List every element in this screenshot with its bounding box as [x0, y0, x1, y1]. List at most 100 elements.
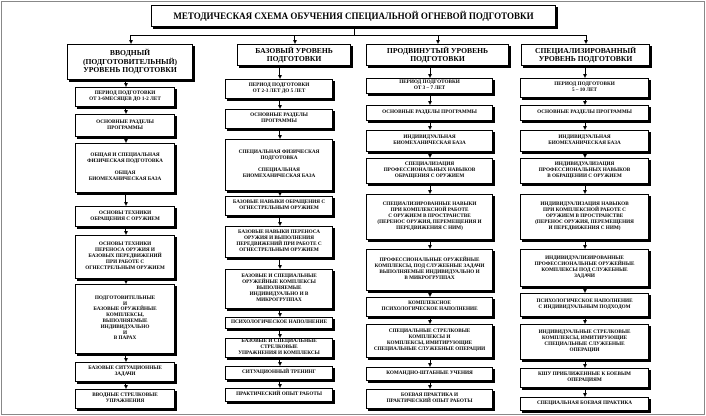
step-arrow-1-7	[123, 358, 128, 362]
level-2-step-4: БАЗОВЫЕ НАВЫКИ ОБРАЩЕНИЯ С ОГНЕСТРЕЛЬНЫМ…	[225, 196, 333, 216]
step-arrow-4-2	[583, 101, 587, 105]
step-connector-3-5	[429, 184, 431, 190]
step-connector-4-10	[584, 388, 586, 393]
level-3-step-3: ИНДИВИДУАЛЬНАЯ БИОМЕХАНИЧЕСКАЯ БАЗА	[366, 130, 493, 152]
level-connector-arrow-4	[584, 40, 588, 44]
level-4-step-9: КШУ ПРИБЛИЖЕННЫЕ К БОЕВЫМ ОПЕРАЦИЯМ	[520, 368, 649, 388]
level-4-step-1: ПЕРИОД ПОДГОТОВКИ 5 – 10 ЛЕТ	[520, 78, 649, 98]
step-arrow-1-2	[123, 110, 128, 114]
step-connector-2-9	[279, 358, 280, 362]
level-4-step-5: ИНДИВИДУАЛИЗАЦИЯ НАВЫКОВ ПРИ КОМПЛЕКСНОЙ…	[520, 194, 649, 240]
step-connector-1-5	[125, 227, 126, 231]
step-connector-4-6	[584, 240, 586, 245]
step-connector-2-6	[279, 258, 280, 265]
step-connector-1-6	[125, 279, 126, 280]
level-2-step-1: ПЕРИОД ПОДГОТОВКИ ОТ 2-3 ЛЕТ ДО 5 ЛЕТ	[225, 79, 333, 99]
step-arrow-3-5	[428, 190, 432, 194]
step-arrow-3-10	[428, 385, 432, 389]
step-connector-4-9	[584, 360, 586, 364]
step-arrow-3-9	[428, 363, 432, 367]
step-arrow-2-7	[277, 313, 282, 317]
level-3-step-1: ПЕРИОД ПОДГОТОВКИ ОТ 3 – 7 ЛЕТ	[366, 78, 493, 94]
step-connector-3-3	[429, 121, 431, 126]
step-arrow-1-6	[123, 280, 128, 284]
step-arrow-4-6	[583, 245, 587, 249]
step-connector-2-4	[279, 191, 280, 192]
level-connector-2	[294, 35, 295, 40]
level-connector-4	[585, 35, 587, 40]
step-arrow-2-6	[277, 265, 282, 269]
level-1-step-4: ОСНОВЫ ТЕХНИКИ ОБРАЩЕНИЯ С ОРУЖИЕМ	[75, 206, 175, 227]
step-connector-2-2	[279, 99, 280, 105]
level-connector-1	[130, 35, 131, 40]
step-arrow-4-8	[583, 320, 587, 324]
step-connector-1-2	[125, 107, 126, 110]
level-connector-arrow-1	[128, 40, 133, 44]
step-arrow-2-8	[277, 334, 282, 338]
level-4-step-10: СПЕЦИАЛЬНАЯ БОЕВАЯ ПРАКТИКА	[520, 397, 649, 411]
step-connector-4-1	[584, 66, 586, 74]
step-arrow-1-4	[123, 202, 128, 206]
level-4-step-7: ПСИХОЛОГИЧЕСКОЕ НАПОЛНЕНИЕ С ИНДИВИДУАЛЬ…	[520, 293, 649, 317]
level-1-step-1: ПЕРИОД ПОДГОТОВКИ ОТ 3-6МЕСЯЦЕВ ДО 1-2 Л…	[75, 87, 175, 107]
step-connector-2-8	[279, 329, 280, 334]
level-3-step-4: СПЕЦИАЛИЗАЦИЯ ПРОФЕССИОНАЛЬНЫХ НАВЫКОВ О…	[366, 158, 493, 184]
level-3-step-5: СПЕЦИАЛИЗИРОВАННЫЕ НАВЫКИ ПРИ КОМПЛЕКСНО…	[366, 194, 493, 240]
level-3-step-10: БОЕВАЯ ПРАКТИКА И ПРАКТИЧЕСКИЙ ОПЫТ РАБО…	[366, 389, 493, 409]
step-arrow-3-7	[428, 293, 432, 297]
step-connector-3-1	[429, 66, 431, 74]
step-arrow-2-9	[277, 362, 282, 366]
step-arrow-4-5	[583, 190, 587, 194]
step-arrow-4-3	[583, 126, 587, 130]
step-arrow-1-8	[123, 385, 128, 389]
step-connector-1-8	[125, 382, 126, 385]
step-connector-1-3	[125, 137, 126, 139]
level-2-step-3: СПЕЦИАЛЬНАЯ ФИЗИЧЕСКАЯ ПОДГОТОВКА СПЕЦИА…	[225, 139, 333, 191]
level-3-step-8: СПЕЦИАЛЬНЫЕ СТРЕЛКОВЫЕ КОМПЛЕКСЫ И КОМПЛ…	[366, 324, 493, 358]
title-connector-stem	[353, 27, 355, 35]
level-header-1: ВВОДНЫЙ (ПОДГОТОВИТЕЛЬНЫЙ) УРОВЕНЬ ПОДГО…	[67, 44, 193, 80]
step-arrow-3-2	[428, 101, 432, 105]
step-arrow-4-7	[583, 289, 587, 293]
diagram-title: МЕТОДИЧЕСКАЯ СХЕМА ОБУЧЕНИЯ СПЕЦИАЛЬНОЙ …	[151, 5, 556, 27]
step-connector-4-2	[584, 98, 586, 101]
step-arrow-2-3	[277, 135, 282, 139]
step-arrow-2-2	[277, 105, 282, 109]
step-connector-2-5	[279, 216, 280, 222]
step-connector-1-4	[125, 193, 126, 202]
level-2-step-9: СИТУАЦИОННЫЙ ТРЕНИНГ	[225, 366, 333, 380]
step-arrow-1-3	[123, 139, 128, 143]
step-connector-2-10	[279, 380, 280, 384]
step-connector-3-6	[429, 240, 431, 245]
step-arrow-1-1	[123, 83, 128, 87]
level-4-step-8: ИНДИВИДУАЛЬНЫЕ СТРЕЛКОВЫЕ КОМПЛЕКСЫ, ИМИ…	[520, 324, 649, 360]
step-connector-4-5	[584, 184, 586, 190]
step-arrow-4-10	[583, 393, 587, 397]
step-connector-2-1	[279, 66, 280, 75]
step-connector-4-3	[584, 121, 586, 126]
level-header-2: БАЗОВЫЙ УРОВЕНЬ ПОДГОТОВКИ	[237, 44, 351, 66]
level-header-3: ПРОДВИНУТЫЙ УРОВЕНЬ ПОДГОТОВКИ	[366, 44, 509, 66]
level-3-step-6: ПРОФЕССИОНАЛЬНЫЕ ОРУЖЕЙНЫЕ КОМПЛЕКСЫ, ПО…	[366, 249, 493, 291]
step-connector-1-7	[125, 354, 126, 358]
step-connector-4-7	[584, 287, 586, 289]
step-connector-3-9	[429, 358, 431, 363]
level-connector-3	[437, 35, 439, 40]
level-connector-arrow-3	[436, 40, 440, 44]
level-connector-arrow-2	[292, 40, 297, 44]
level-2-step-2: ОСНОВНЫЕ РАЗДЕЛЫ ПРОГРАММЫ	[225, 109, 333, 129]
level-3-step-2: ОСНОВНЫЕ РАЗДЕЛЫ ПРОГРАММЫ	[366, 105, 493, 121]
step-arrow-2-5	[277, 222, 282, 226]
level-2-step-5: БАЗОВЫЕ НАВЫКИ ПЕРЕНОСА ОРУЖИЯ И ВЫПОЛНЕ…	[225, 226, 333, 258]
level-1-step-6: ПОДГОТОВИТЕЛЬНЫЕ И БАЗОВЫЕ ОРУЖЕЙНЫЕ КОМ…	[75, 284, 175, 354]
step-arrow-3-8	[428, 320, 432, 324]
step-arrow-4-9	[583, 364, 587, 368]
step-arrow-2-4	[277, 192, 282, 196]
level-4-step-3: ИНДИВИДУАЛЬНАЯ БИОМЕХАНИЧЕСКАЯ БАЗА	[520, 130, 649, 152]
level-4-step-4: ИНДИВИДУАЛИЗАЦИЯ ПРОФЕССИОНАЛЬНЫХ НАВЫКО…	[520, 158, 649, 184]
step-connector-4-8	[584, 317, 586, 320]
step-connector-1-1	[125, 80, 126, 83]
title-connector-bus	[130, 35, 586, 36]
level-4-step-2: ОСНОВНЫЕ РАЗДЕЛЫ ПРОГРАММЫ	[520, 105, 649, 121]
